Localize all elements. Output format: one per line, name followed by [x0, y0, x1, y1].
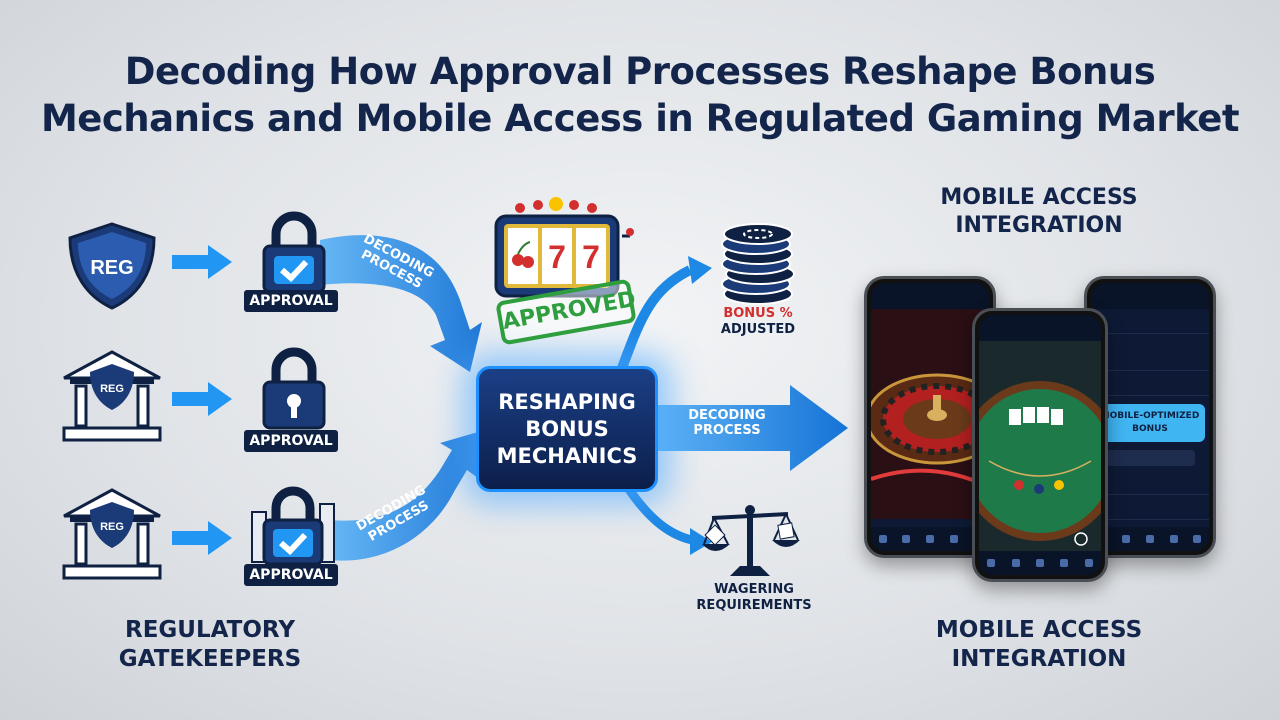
reshaping-bonus-mechanics-box: RESHAPING BONUS MECHANICS: [476, 366, 658, 492]
reg-text-1: REG: [90, 257, 133, 279]
reel-seven-1: 7: [548, 239, 566, 275]
phone-blackjack: [972, 308, 1108, 582]
top-flow-band: [320, 235, 482, 372]
decoding-right-line-1: DECODING: [688, 408, 766, 423]
reel-seven-2: 7: [582, 239, 600, 275]
poker-chips-icon: [721, 223, 795, 305]
mobile-bottom-line-1: MOBILE ACCESS: [935, 617, 1143, 643]
mobile-top-line-1: MOBILE ACCESS: [940, 185, 1138, 210]
mobile-top-line-2: INTEGRATION: [955, 213, 1123, 238]
phone-tabbar-3: [1091, 527, 1209, 551]
approval-badge-2: APPROVAL: [244, 430, 338, 452]
center-line-3: MECHANICS: [496, 443, 638, 468]
phone-topbar-3: [979, 315, 1101, 341]
slot-machine-icon: 7 7: [494, 197, 634, 298]
lock-check-documents-icon: [251, 486, 335, 566]
reg-shield-icon: REG: [68, 222, 156, 310]
mobile-optimized-bonus-card[interactable]: MOBILE-OPTIMIZED BONUS: [1095, 404, 1205, 442]
decoding-label-right: DECODING PROCESS: [672, 408, 782, 438]
bonus-line-1: BONUS %: [723, 306, 793, 321]
balance-scale-icon: [702, 505, 800, 576]
list-row[interactable]: [1091, 495, 1209, 520]
gatekeepers-line-2: GATEKEEPERS: [118, 646, 302, 672]
phone-tabbar: [871, 527, 989, 551]
bonus-line-2: ADJUSTED: [720, 322, 796, 337]
wagering-requirements-label: WAGERING REQUIREMENTS: [684, 582, 824, 614]
list-row: [1091, 371, 1209, 396]
lock-keyhole-icon: [262, 347, 326, 430]
arrow-to-wagering: [624, 485, 694, 545]
bottom-flow-band: [330, 430, 485, 561]
mobile-access-bottom-label: MOBILE ACCESS INTEGRATION: [900, 616, 1178, 674]
decoding-right-line-2: PROCESS: [693, 423, 761, 438]
gatekeepers-line-1: REGULATORY: [125, 617, 295, 643]
bank-building-icon: REG: [62, 350, 162, 442]
bonus-adjusted-label: BONUS % ADJUSTED: [700, 306, 816, 338]
mobile-access-top-label: MOBILE ACCESS INTEGRATION: [900, 184, 1178, 240]
list-row: [1091, 309, 1209, 334]
phone-topbar-2: [1091, 283, 1209, 309]
list-row: [1091, 334, 1209, 371]
promo-line-2: BONUS: [1132, 424, 1168, 434]
blackjack-table-icon: [979, 341, 1101, 551]
title-line-2: Mechanics and Mobile Access in Regulated…: [40, 97, 1240, 140]
lock-check-icon: [262, 211, 326, 294]
wagering-line-1: WAGERING: [714, 582, 794, 597]
approval-badge-1: APPROVAL: [244, 290, 338, 312]
list-row[interactable]: [1091, 470, 1209, 495]
center-line-2: BONUS: [525, 416, 609, 441]
center-line-1: RESHAPING: [498, 389, 636, 414]
promo-line-1: MOBILE-OPTIMIZED: [1100, 411, 1200, 421]
roulette-wheel-icon: [871, 309, 989, 519]
page-title: Decoding How Approval Processes Reshape …: [0, 48, 1280, 142]
phone-tabbar-2: [979, 551, 1101, 575]
title-line-1: Decoding How Approval Processes Reshape …: [124, 50, 1156, 93]
wagering-line-2: REQUIREMENTS: [696, 598, 812, 613]
bank-building-icon-2: REG: [62, 488, 162, 580]
phone-topbar: [871, 283, 989, 309]
arrow-to-bonus: [617, 265, 693, 370]
approval-badge-3: APPROVAL: [244, 564, 338, 586]
claim-button[interactable]: [1105, 450, 1195, 466]
small-arrows: [172, 245, 232, 555]
mobile-bottom-line-2: INTEGRATION: [951, 646, 1127, 672]
reg-text-3: REG: [100, 521, 124, 533]
regulatory-gatekeepers-label: REGULATORY GATEKEEPERS: [80, 616, 340, 674]
arrow-to-mobile: [652, 385, 848, 471]
reg-text-2: REG: [100, 383, 124, 395]
